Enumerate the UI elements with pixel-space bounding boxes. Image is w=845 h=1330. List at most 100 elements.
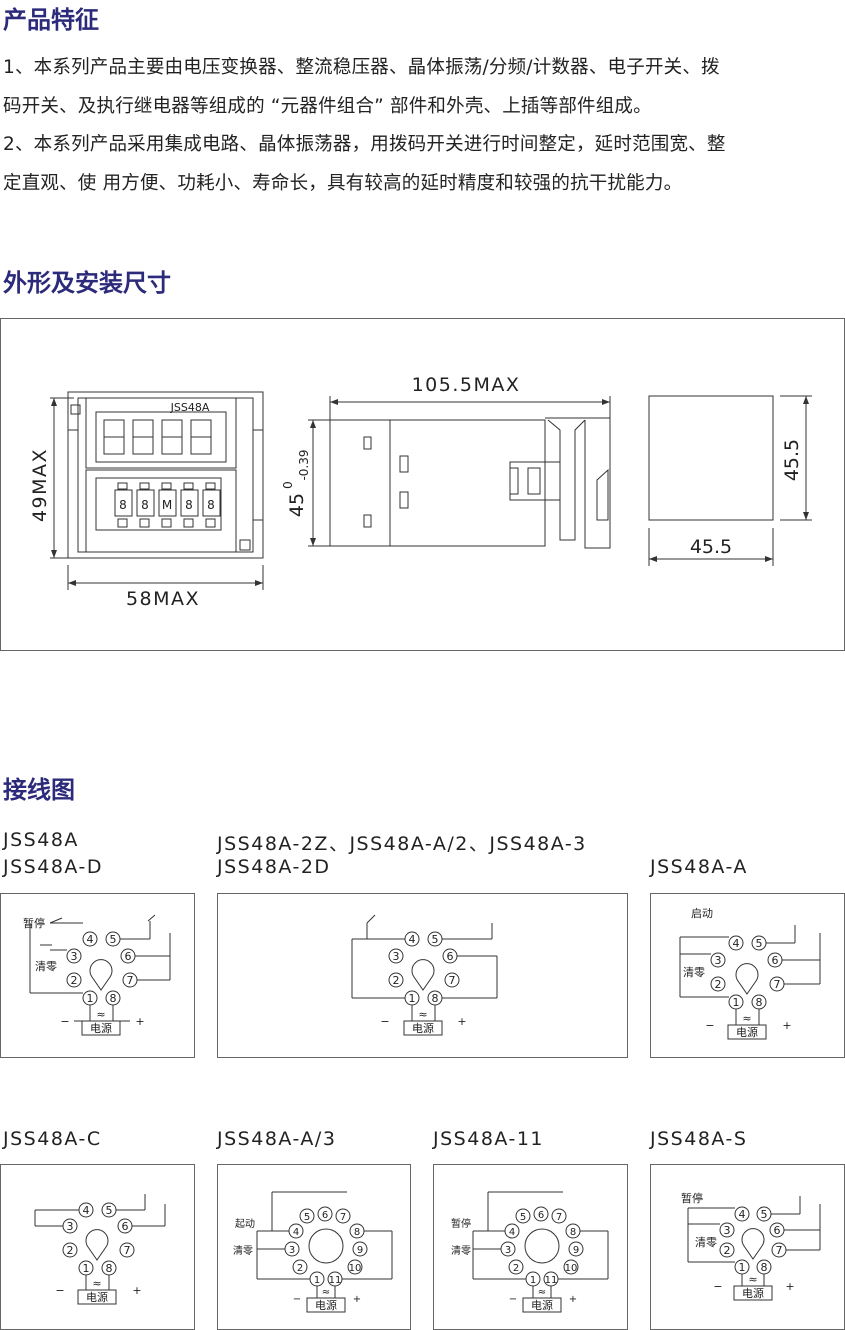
pin-3: 3 bbox=[505, 1245, 511, 1256]
pin-5: 5 bbox=[304, 1212, 310, 1223]
features-heading: 产品特征 bbox=[3, 6, 99, 34]
model-label-11: JSS48A-11 bbox=[433, 1128, 545, 1150]
dial-4-glyph: 8 bbox=[185, 498, 193, 512]
plus-label: + bbox=[457, 1015, 466, 1028]
pin-11: 11 bbox=[329, 1275, 342, 1286]
wiring-diagram-2z-svg: 4 5 3 6 2 7 1 8 电源 ≈ − + bbox=[351, 914, 498, 1036]
power-label: 电源 bbox=[736, 1025, 758, 1039]
dial-5-glyph: 8 bbox=[207, 498, 215, 512]
pin-1: 1 bbox=[409, 992, 416, 1005]
pin-7: 7 bbox=[776, 1244, 783, 1257]
minus-label: − bbox=[380, 1015, 389, 1028]
p2-line-1: 2、本系列产品采用集成电路、晶体振荡器，用拨码开关进行时间整定，延时范围宽、整 bbox=[3, 134, 726, 155]
pin-5: 5 bbox=[110, 933, 117, 946]
pin-10: 10 bbox=[349, 1263, 362, 1274]
pin-6: 6 bbox=[447, 950, 454, 963]
pin-3: 3 bbox=[724, 1224, 731, 1237]
minus-label: − bbox=[713, 1280, 722, 1293]
wiring-diagram-11-svg: 5 6 7 4 8 3 9 2 10 1 11 电源 ≈ − + 暂停 清零 bbox=[451, 1191, 609, 1313]
pin-2: 2 bbox=[393, 974, 400, 987]
wiring-diagram-jss48a-svg: 4 5 3 6 2 7 1 8 电源 ≈ − + 暂停 清零 bbox=[23, 914, 171, 1036]
model-label-2z-group: JSS48A-2Z、JSS48A-A/2、JSS48A-3 bbox=[217, 833, 587, 855]
pin-6: 6 bbox=[774, 1224, 781, 1237]
power-label: 电源 bbox=[86, 1290, 108, 1304]
ac-symbol: ≈ bbox=[92, 1277, 101, 1290]
wiring-diagram-11: 5 6 7 4 8 3 9 2 10 1 11 电源 ≈ − + 暂停 清零 bbox=[433, 1164, 628, 1330]
clear-label: 清零 bbox=[695, 1236, 717, 1249]
plus-label: + bbox=[135, 1015, 144, 1028]
clear-label: 清零 bbox=[233, 1244, 253, 1257]
cutout-height-dimension: 45.5 bbox=[781, 439, 803, 481]
pin-9: 9 bbox=[357, 1245, 363, 1256]
pin-4: 4 bbox=[87, 933, 94, 946]
pin-2: 2 bbox=[71, 974, 78, 987]
ac-symbol: ≈ bbox=[748, 1273, 757, 1286]
pin-8: 8 bbox=[110, 992, 117, 1005]
ac-symbol: ≈ bbox=[418, 1008, 427, 1021]
pin-4: 4 bbox=[509, 1227, 515, 1238]
clear-label: 清零 bbox=[683, 966, 705, 979]
pin-1: 1 bbox=[87, 992, 94, 1005]
wiring-diagram-a3: 5 6 7 4 8 3 9 2 10 1 11 电源 ≈ − + 起动 清零 bbox=[217, 1164, 411, 1330]
clear-label: 清零 bbox=[35, 960, 57, 973]
pin-6: 6 bbox=[322, 1210, 328, 1221]
pin-4: 4 bbox=[83, 1204, 90, 1217]
ac-symbol: ≈ bbox=[742, 1012, 751, 1025]
power-label: 电源 bbox=[531, 1298, 553, 1312]
wiring-diagram-c: 4 5 3 6 2 7 1 8 电源 ≈ − + bbox=[0, 1164, 195, 1330]
pin-8: 8 bbox=[354, 1227, 360, 1238]
start-label: 启动 bbox=[691, 907, 713, 920]
pin-6: 6 bbox=[538, 1210, 544, 1221]
minus-label: − bbox=[705, 1019, 714, 1032]
ac-symbol: ≈ bbox=[538, 1287, 546, 1298]
wiring-diagram-jss48a: 4 5 3 6 2 7 1 8 电源 ≈ − + 暂停 清零 bbox=[0, 893, 195, 1058]
pin-6: 6 bbox=[772, 954, 779, 967]
p1-line-2: 码开关、及执行继电器等组成的 “元器件组合” 部件和外壳、上插等部件组成。 bbox=[3, 96, 652, 117]
pin-3: 3 bbox=[715, 954, 722, 967]
power-label: 电源 bbox=[412, 1021, 434, 1035]
dial-3-glyph: M bbox=[162, 498, 172, 512]
pin-10: 10 bbox=[565, 1263, 578, 1274]
power-label: 电源 bbox=[742, 1286, 764, 1300]
pause-label: 暂停 bbox=[451, 1217, 471, 1230]
wiring-diagram-s: 4 5 3 6 2 7 1 8 电源 ≈ − + 暂停 清零 bbox=[650, 1164, 845, 1330]
pin-7: 7 bbox=[127, 974, 134, 987]
dimensions-heading: 外形及安装尺寸 bbox=[3, 269, 171, 297]
pin-5: 5 bbox=[106, 1204, 113, 1217]
wiring-diagram-s-svg: 4 5 3 6 2 7 1 8 电源 ≈ − + 暂停 清零 bbox=[681, 1191, 821, 1301]
pin-8: 8 bbox=[756, 996, 763, 1009]
height-dimension: 49MAX bbox=[29, 448, 51, 522]
front-model-label: JSS48A bbox=[170, 401, 210, 414]
plus-label: + bbox=[569, 1294, 577, 1305]
pause-label: 暂停 bbox=[23, 916, 45, 930]
minus-label: − bbox=[509, 1294, 517, 1305]
tolerance-upper: 0 bbox=[281, 481, 295, 489]
pin-9: 9 bbox=[573, 1245, 579, 1256]
pin-3: 3 bbox=[67, 1220, 74, 1233]
pin-8: 8 bbox=[570, 1227, 576, 1238]
pin-7: 7 bbox=[340, 1212, 346, 1223]
pin-7: 7 bbox=[556, 1212, 562, 1223]
p2-line-2: 定直观、使 用方便、功耗小、寿命长，具有较高的延时精度和较强的抗干扰能力。 bbox=[3, 173, 683, 194]
pin-8: 8 bbox=[761, 1261, 768, 1274]
start-label: 起动 bbox=[235, 1218, 255, 1230]
dial-1-glyph: 8 bbox=[119, 498, 127, 512]
pin-2: 2 bbox=[297, 1263, 303, 1274]
wiring-diagram-a3-svg: 5 6 7 4 8 3 9 2 10 1 11 电源 ≈ − + 起动 清零 bbox=[233, 1191, 393, 1313]
dial-2-glyph: 8 bbox=[141, 498, 149, 512]
p1-line-1: 1、本系列产品主要由电压变换器、整流稳压器、晶体振荡/分频/计数器、电子开关、拨 bbox=[3, 57, 720, 78]
pin-6: 6 bbox=[122, 1220, 129, 1233]
ac-symbol: ≈ bbox=[322, 1287, 330, 1298]
wiring-diagram-c-svg: 4 5 3 6 2 7 1 8 电源 ≈ − + bbox=[34, 1194, 166, 1305]
pin-1: 1 bbox=[83, 1262, 90, 1275]
wiring-diagram-2z: 4 5 3 6 2 7 1 8 电源 ≈ − + bbox=[217, 893, 628, 1058]
power-label: 电源 bbox=[315, 1298, 337, 1312]
minus-label: − bbox=[55, 1284, 64, 1297]
model-label-jss48a: JSS48A bbox=[3, 829, 79, 851]
length-dimension: 105.5MAX bbox=[412, 374, 521, 396]
features-paragraph-2: 2、本系列产品采用集成电路、晶体振荡器，用拨码开关进行时间整定，延时范围宽、整 … bbox=[3, 125, 845, 203]
plus-label: + bbox=[132, 1284, 141, 1297]
model-label-a3: JSS48A-A/3 bbox=[217, 1128, 337, 1150]
pin-2: 2 bbox=[513, 1263, 519, 1274]
pin-8: 8 bbox=[432, 992, 439, 1005]
